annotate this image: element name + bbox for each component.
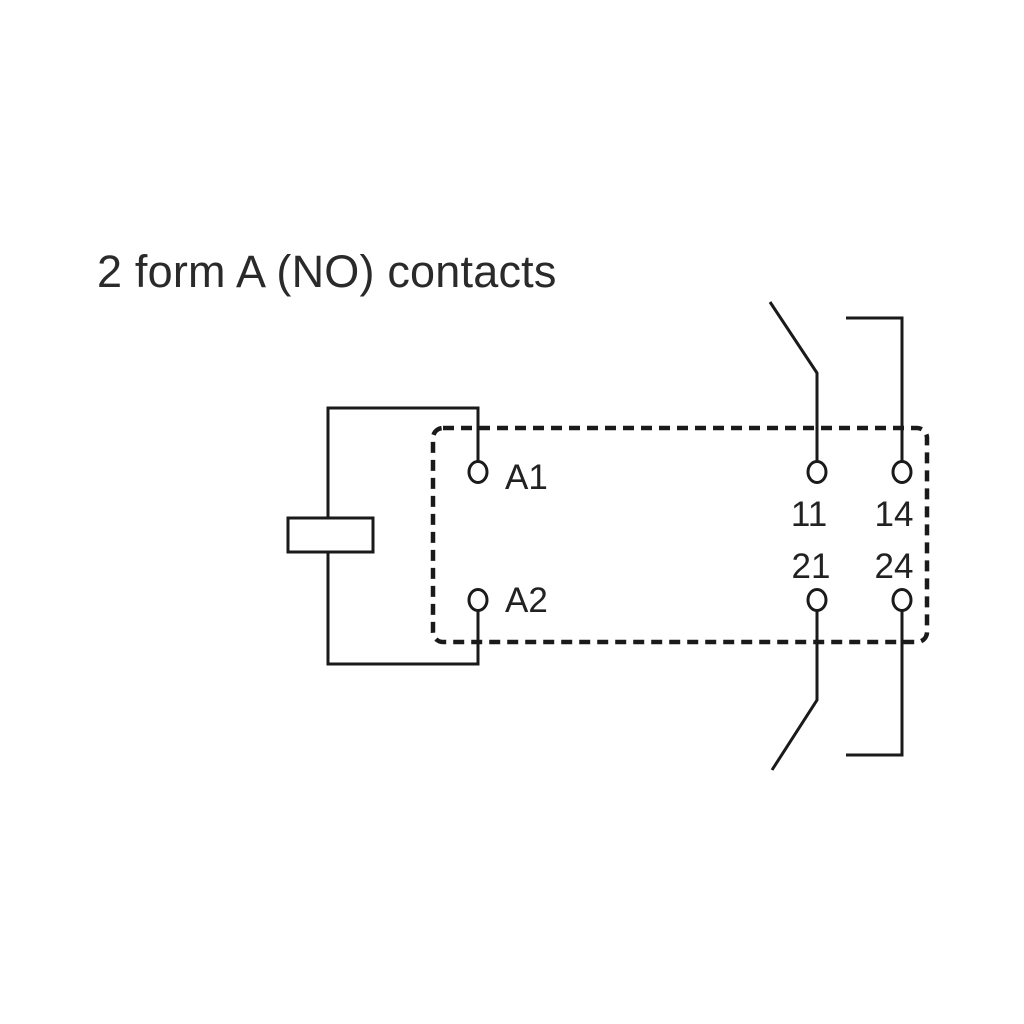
- coil: [286, 516, 375, 554]
- label-14: 14: [875, 495, 914, 534]
- contact-24-wire: [846, 610, 904, 757]
- terminal-11: [806, 460, 828, 484]
- label-a2: A2: [505, 581, 548, 620]
- label-11: 11: [791, 495, 827, 534]
- terminal-a1: [467, 460, 489, 484]
- relay-housing-dashed: [430, 425, 930, 645]
- diagram-title: 2 form A (NO) contacts: [97, 246, 557, 297]
- terminal-21: [806, 588, 828, 612]
- terminal-14: [891, 460, 913, 484]
- terminal-a2: [467, 588, 489, 612]
- coil-wire-bottom: [326, 552, 480, 666]
- contact-21-switch: [770, 610, 819, 771]
- terminal-24: [891, 588, 913, 612]
- label-21: 21: [792, 547, 831, 586]
- contact-11-switch: [768, 301, 819, 462]
- coil-wire-top: [326, 406, 480, 518]
- label-24: 24: [875, 547, 914, 586]
- contact-14-wire: [846, 316, 904, 462]
- label-a1: A1: [505, 458, 548, 497]
